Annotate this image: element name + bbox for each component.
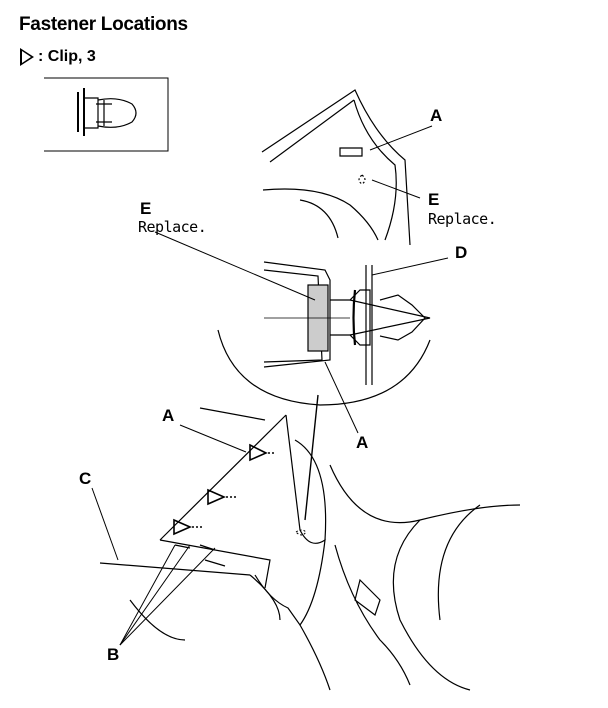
callout-a-top: A (430, 106, 443, 125)
magnified-detail (217, 261, 431, 406)
clip-marker-3 (173, 518, 192, 536)
callout-b: B (107, 645, 120, 664)
callout-e-left-note: Replace. (138, 218, 207, 236)
diagram-title: Fastener Locations (19, 14, 188, 35)
legend-clip: : Clip, 3 (20, 48, 96, 66)
lower-body-panel (99, 407, 521, 691)
callout-e-right: E (428, 190, 440, 209)
legend-text: : Clip, 3 (38, 48, 96, 66)
leader-lines-lower (91, 424, 247, 646)
clip-triangle-icon (20, 48, 34, 66)
callout-c: C (79, 469, 92, 488)
clip-marker-2 (207, 488, 226, 506)
callout-e-right-note: Replace. (428, 210, 497, 228)
leader-lines-upper (154, 125, 449, 521)
clip-marker-1 (249, 443, 268, 462)
callout-a-mid: A (356, 433, 369, 452)
clip-markers (173, 443, 307, 536)
callout-a-left: A (162, 406, 175, 425)
callout-e-left: E (140, 199, 152, 218)
clip-detail-inset (44, 77, 169, 152)
callout-d: D (455, 243, 468, 262)
upper-body-panel (261, 89, 411, 246)
